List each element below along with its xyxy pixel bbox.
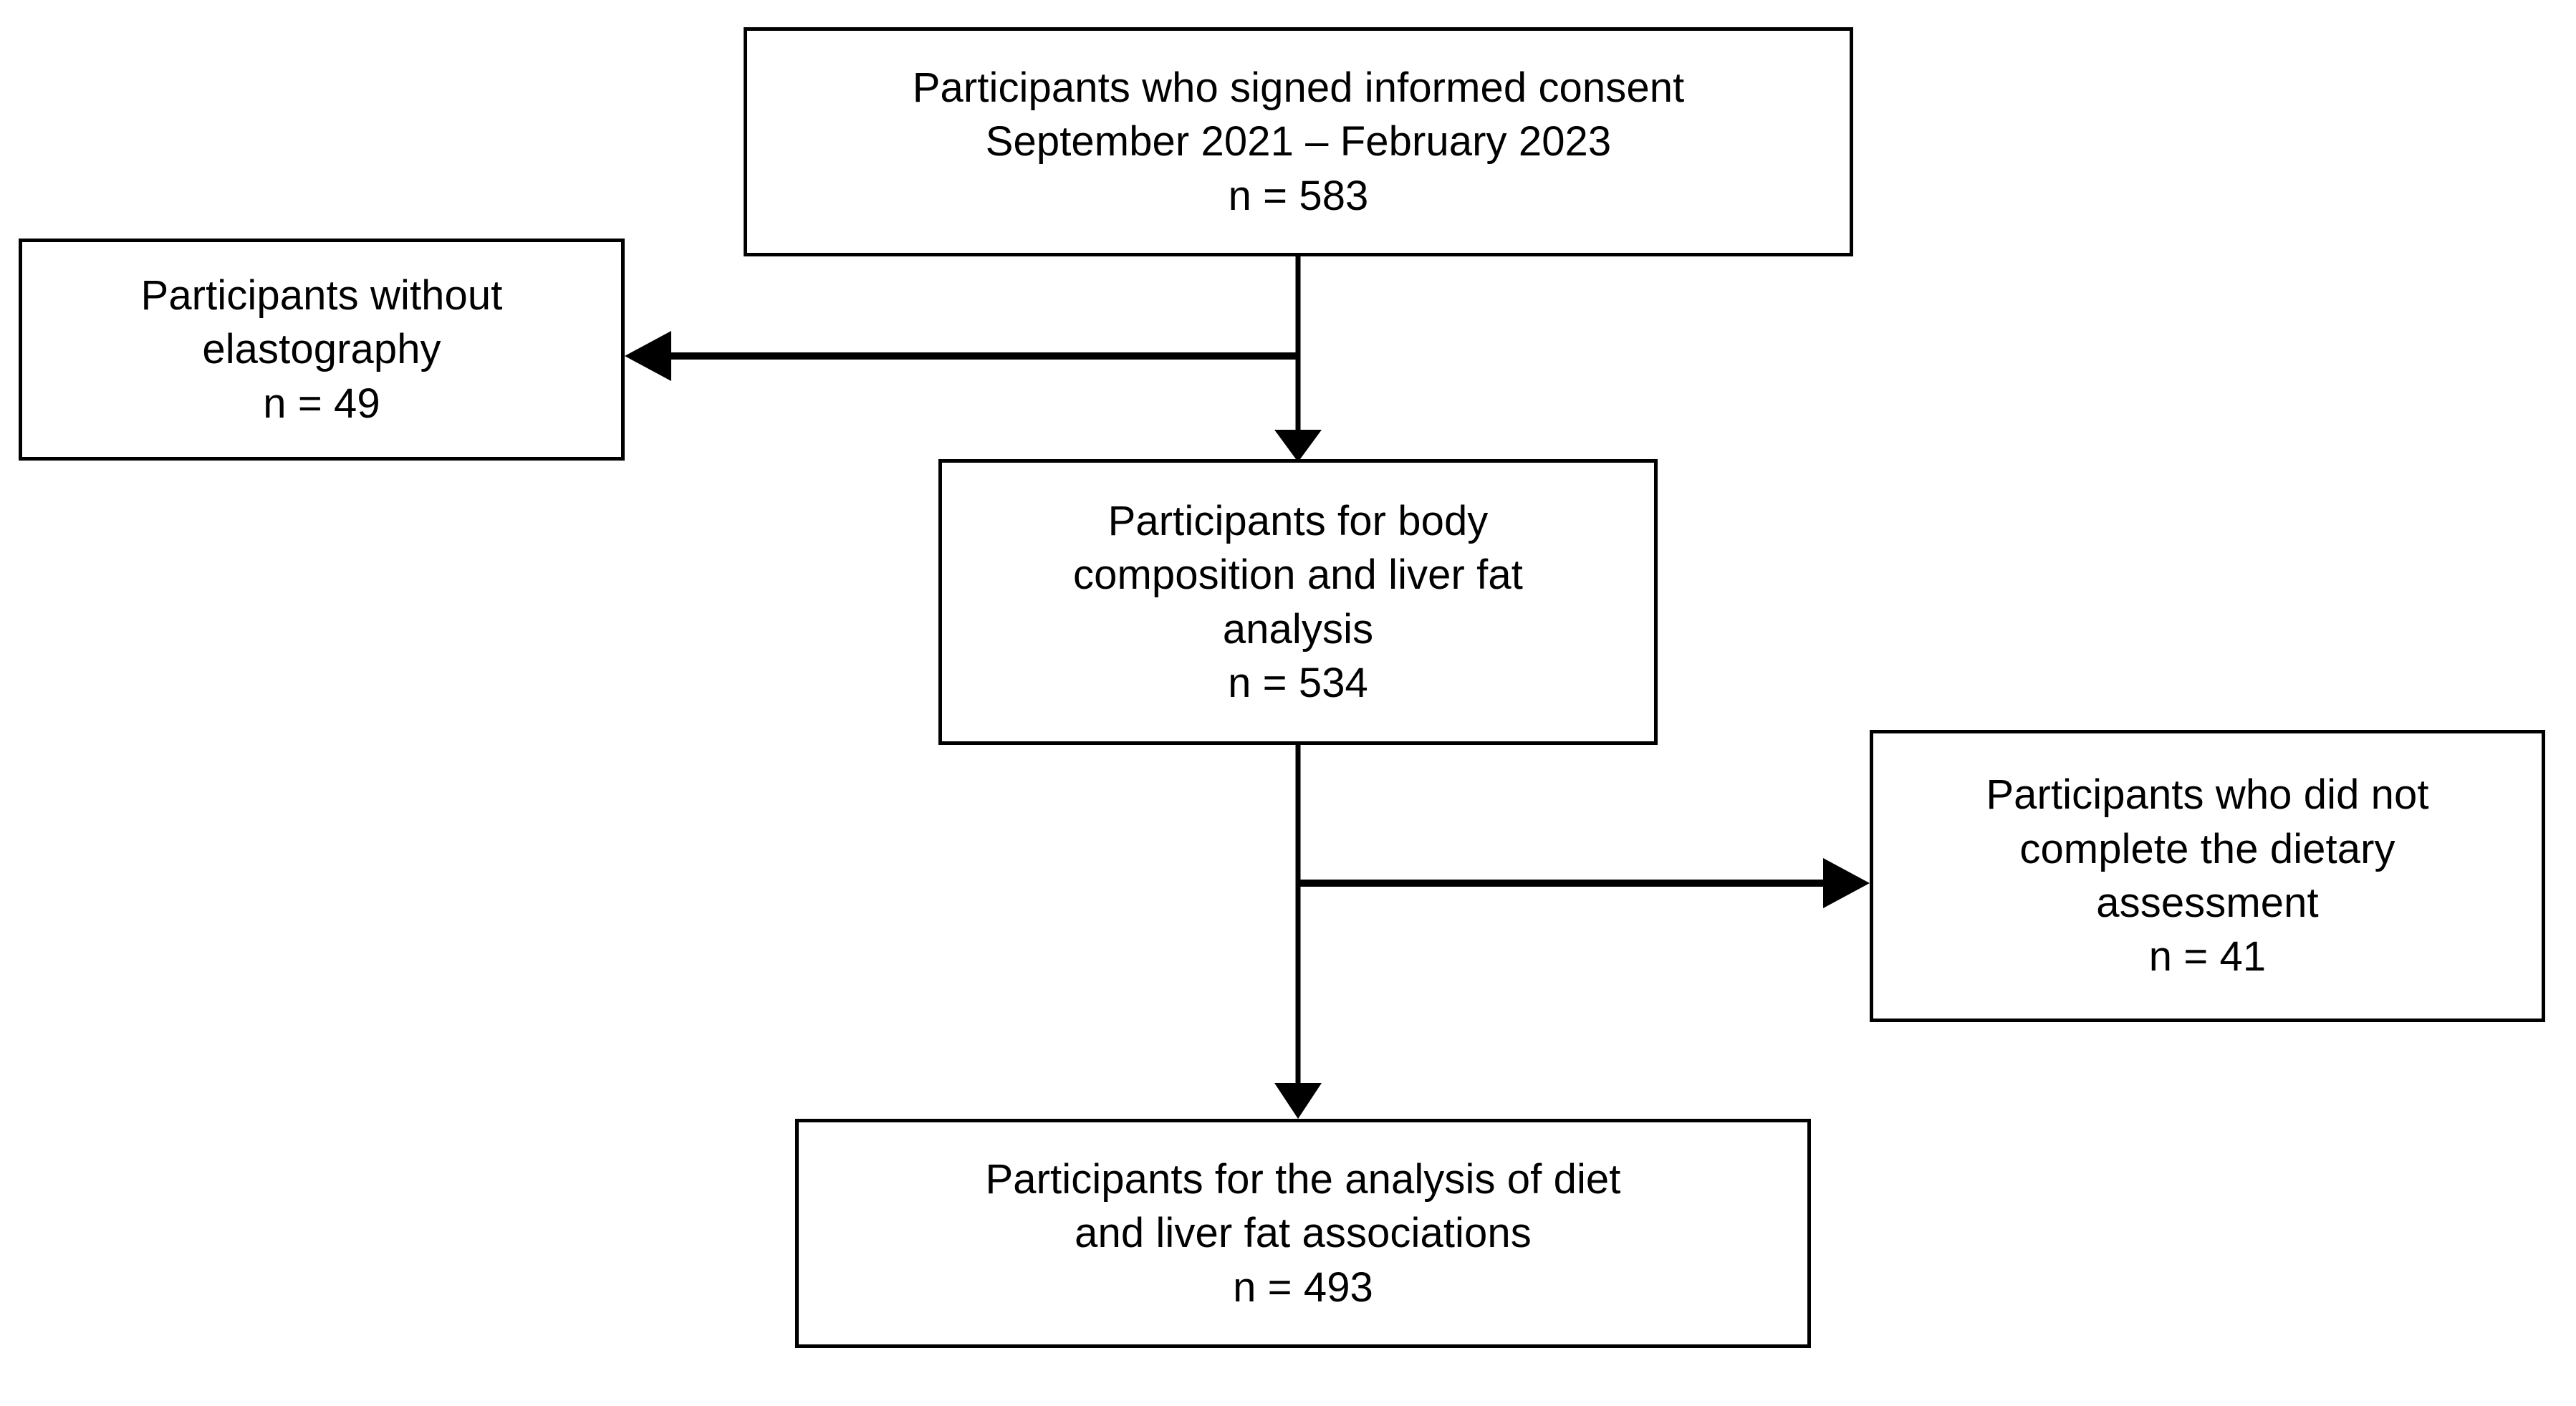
- node-no-elastography-line-1: Participants without: [140, 271, 503, 319]
- node-final-analysis-line-1: Participants for the analysis of diet: [985, 1155, 1621, 1203]
- node-consent-line-1: Participants who signed informed consent: [912, 64, 1685, 111]
- node-no-dietary-assessment-line-1: Participants who did not: [1986, 771, 2429, 819]
- arrowhead-left-to-no-elastography: [625, 331, 671, 381]
- node-body-composition-count: n = 534: [1228, 659, 1368, 706]
- node-no-dietary-assessment-line-3: assessment: [2096, 880, 2319, 926]
- node-consent-count: n = 583: [1228, 172, 1369, 219]
- node-final-analysis-count: n = 493: [1233, 1263, 1373, 1311]
- edge-consent-to-no-elastography: [625, 331, 1298, 381]
- node-no-dietary-assessment-line-2: complete the dietary: [2019, 825, 2395, 872]
- node-final-analysis: Participants for the analysis of diet an…: [795, 1119, 1811, 1348]
- node-body-composition: Participants for body composition and li…: [938, 459, 1658, 745]
- node-final-analysis-line-2: and liver fat associations: [1075, 1210, 1532, 1257]
- node-body-composition-line-1: Participants for body: [1107, 497, 1489, 544]
- node-no-elastography-line-2: elastography: [202, 326, 441, 373]
- node-no-elastography-count: n = 49: [263, 380, 380, 427]
- arrowhead-right-to-no-dietary: [1823, 858, 1870, 908]
- node-no-elastography: Participants without elastography n = 49: [19, 239, 625, 461]
- node-body-composition-line-3: analysis: [1222, 605, 1374, 653]
- edge-body-composition-to-final: [1274, 745, 1322, 1119]
- node-consent: Participants who signed informed consent…: [744, 27, 1853, 256]
- arrowhead-down-to-body-composition: [1274, 430, 1322, 462]
- node-body-composition-line-2: composition and liver fat: [1073, 552, 1523, 599]
- node-consent-line-2: September 2021 – February 2023: [985, 118, 1612, 165]
- arrowhead-down-to-final: [1274, 1083, 1322, 1119]
- edge-body-composition-to-no-dietary: [1298, 858, 1870, 908]
- node-no-dietary-assessment: Participants who did not complete the di…: [1870, 730, 2545, 1022]
- node-no-dietary-assessment-count: n = 41: [2148, 933, 2267, 981]
